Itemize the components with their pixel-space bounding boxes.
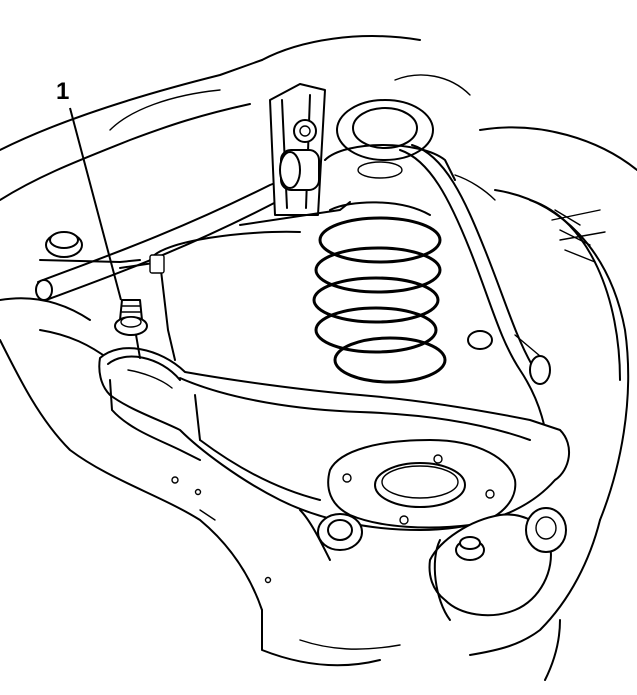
fastener-bolt <box>114 299 148 336</box>
shock-upper-mount <box>324 99 456 181</box>
ball-joint-plate <box>327 439 517 529</box>
callout-leader-line <box>69 107 122 301</box>
pivot-bolt <box>299 509 363 561</box>
brake-hose <box>399 144 551 471</box>
stabilizer-bar <box>35 179 284 301</box>
callout-number-1: 1 <box>56 78 70 105</box>
steering-knuckle <box>428 507 567 621</box>
stabilizer-link <box>269 83 326 216</box>
coil-spring <box>312 201 447 384</box>
mounting-nut-upper <box>45 231 83 258</box>
frame-bracket <box>119 201 351 361</box>
brake-rotor <box>469 126 637 681</box>
